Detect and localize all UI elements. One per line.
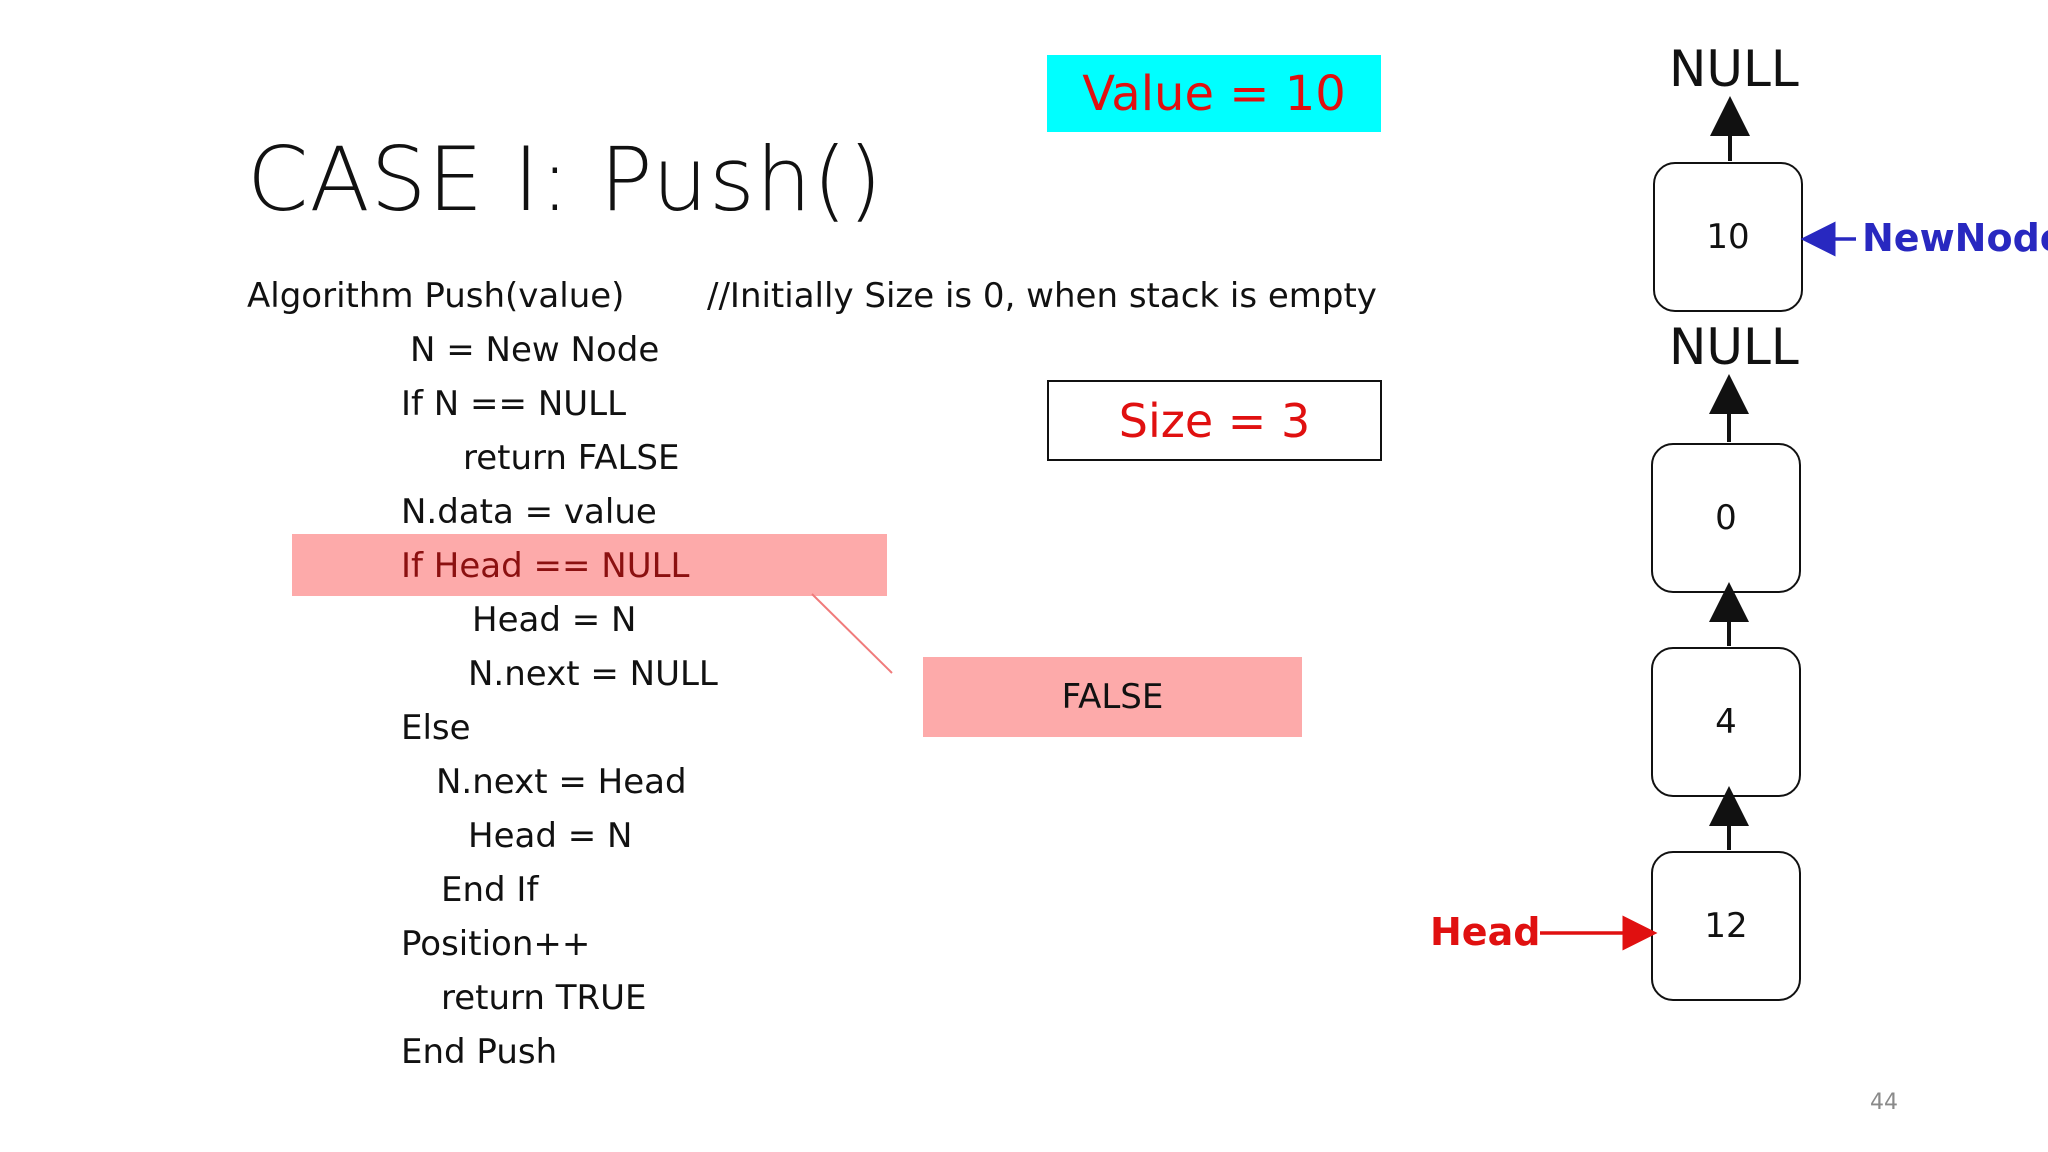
size-label: Size = 3 [1118, 393, 1311, 448]
algorithm-comment: //Initially Size is 0, when stack is emp… [707, 276, 1377, 316]
code-line: If N == NULL [401, 384, 627, 424]
head-pointer-label: Head [1430, 910, 1541, 954]
stack-node-value: 4 [1715, 702, 1737, 742]
code-line-highlighted: If Head == NULL [401, 546, 690, 586]
stack-null-label: NULL [1669, 318, 1799, 376]
stack-node: 0 [1651, 443, 1801, 593]
value-label: Value = 10 [1082, 65, 1346, 122]
new-node-null-label: NULL [1669, 40, 1799, 98]
code-line: N.next = Head [436, 762, 687, 802]
algorithm-header: Algorithm Push(value) [247, 276, 625, 316]
value-box: Value = 10 [1047, 55, 1381, 132]
size-box: Size = 3 [1047, 380, 1382, 461]
code-line: End If [441, 870, 539, 910]
new-node: 10 [1653, 162, 1803, 312]
condition-result-box: FALSE [923, 657, 1302, 737]
code-line: Position++ [401, 924, 591, 964]
code-line: N.data = value [401, 492, 657, 532]
code-line: return TRUE [441, 978, 647, 1018]
page-number: 44 [1870, 1090, 1898, 1115]
stack-node-value: 12 [1704, 906, 1748, 946]
code-line: End Push [401, 1032, 558, 1072]
condition-result-text: FALSE [1061, 677, 1164, 717]
highlighted-line-background [292, 534, 887, 596]
code-line: Else [401, 708, 471, 748]
stack-node: 4 [1651, 647, 1801, 797]
callout-connector-line [811, 593, 893, 674]
code-line: return FALSE [463, 438, 680, 478]
code-line: N = New Node [410, 330, 660, 370]
stack-node-value: 0 [1715, 498, 1737, 538]
new-node-value: 10 [1706, 217, 1750, 257]
newnode-pointer-label: NewNode [1862, 216, 2048, 260]
stack-node: 12 [1651, 851, 1801, 1001]
code-line: Head = N [472, 600, 637, 640]
code-line: N.next = NULL [468, 654, 718, 694]
slide-title: CASE I: Push() [247, 128, 884, 231]
code-line: Head = N [468, 816, 633, 856]
